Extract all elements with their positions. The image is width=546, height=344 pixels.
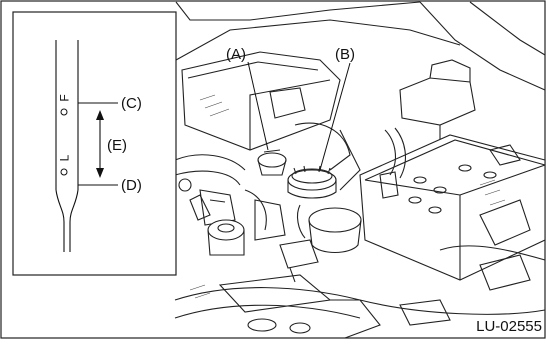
- dipstick-inset-box: [12, 11, 177, 276]
- label-c: (C): [121, 95, 142, 112]
- label-e: (E): [107, 137, 127, 154]
- range-arrowheads: [96, 110, 104, 178]
- shading-hatches: [189, 94, 506, 299]
- dipstick-drawing: [55, 40, 118, 252]
- low-mark-letter: L: [57, 154, 72, 162]
- leader-b: [319, 62, 351, 171]
- leader-lines: [247, 61, 351, 171]
- engine-bay-lines: [174, 1, 546, 339]
- dipstick-hole-marks: [60, 108, 68, 176]
- full-mark-letter: F: [57, 94, 72, 102]
- label-d: (D): [121, 177, 142, 194]
- label-a: (A): [226, 46, 246, 63]
- figure-code: LU-02555: [476, 318, 542, 335]
- label-b: (B): [335, 46, 355, 63]
- leader-a: [247, 61, 269, 151]
